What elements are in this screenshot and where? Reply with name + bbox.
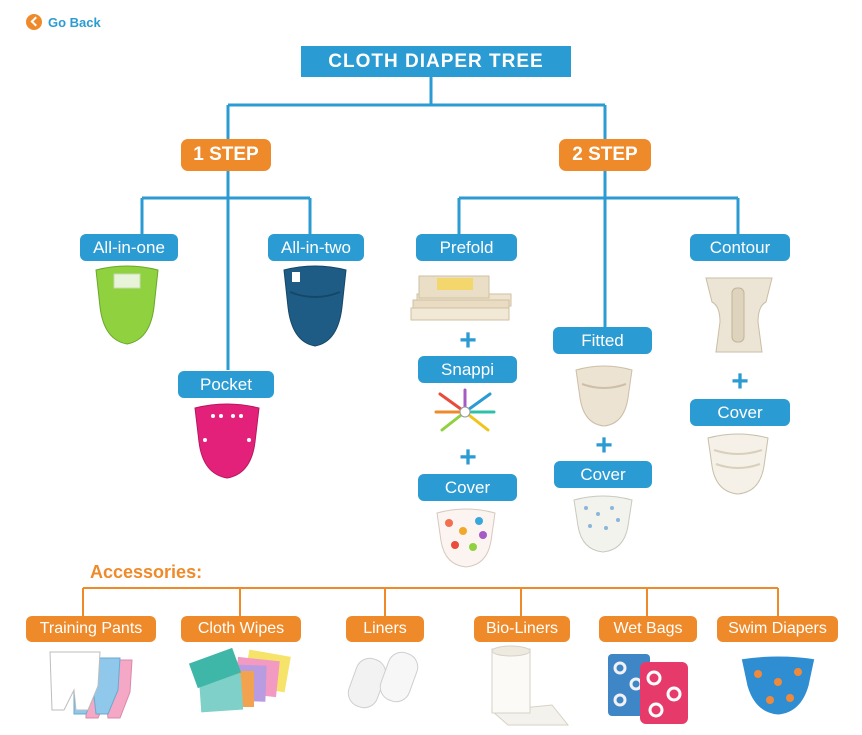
prefold-cover-image bbox=[436, 508, 496, 568]
prefold-cover-label[interactable]: Cover bbox=[418, 474, 517, 501]
orange-connectors bbox=[82, 587, 779, 616]
bio-liners-image bbox=[490, 645, 570, 726]
liners-label[interactable]: Liners bbox=[346, 616, 424, 642]
blue-connectors bbox=[140, 77, 740, 370]
fitted-diaper-image bbox=[575, 365, 633, 427]
all-in-two-label[interactable]: All-in-two bbox=[268, 234, 364, 261]
cloth-wipes-label[interactable]: Cloth Wipes bbox=[181, 616, 301, 642]
prefold-diaper-image bbox=[410, 275, 512, 321]
pocket-diaper-image bbox=[194, 403, 260, 479]
bio-liners-label[interactable]: Bio-Liners bbox=[474, 616, 570, 642]
cloth-wipes-image bbox=[188, 647, 291, 713]
plus-icon: + bbox=[459, 441, 477, 474]
plus-icon: + bbox=[459, 324, 477, 357]
plus-icon: + bbox=[595, 429, 613, 462]
accessories-heading: Accessories: bbox=[90, 562, 203, 582]
diagram-title: CLOTH DIAPER TREE bbox=[301, 46, 571, 77]
fitted-cover-label[interactable]: Cover bbox=[554, 461, 652, 488]
contour-cover-label[interactable]: Cover bbox=[690, 399, 790, 426]
step1-badge: 1 STEP bbox=[181, 139, 271, 171]
swim-diapers-image bbox=[738, 653, 818, 718]
liners-image bbox=[347, 651, 419, 709]
all-in-one-label[interactable]: All-in-one bbox=[80, 234, 178, 261]
snappi-label[interactable]: Snappi bbox=[418, 356, 517, 383]
all-in-two-diaper-image bbox=[283, 265, 347, 347]
contour-diaper-image bbox=[705, 277, 773, 353]
step2-badge: 2 STEP bbox=[559, 139, 651, 171]
training-pants-label[interactable]: Training Pants bbox=[26, 616, 156, 642]
swim-diapers-label[interactable]: Swim Diapers bbox=[717, 616, 838, 642]
all-in-one-diaper-image bbox=[95, 265, 159, 345]
plus-icon: + bbox=[731, 365, 749, 398]
wet-bags-label[interactable]: Wet Bags bbox=[599, 616, 697, 642]
fitted-cover-image bbox=[573, 495, 633, 553]
wet-bags-image bbox=[608, 654, 688, 724]
contour-label[interactable]: Contour bbox=[690, 234, 790, 261]
go-back-link[interactable]: Go Back bbox=[26, 14, 101, 30]
snappi-image bbox=[434, 388, 496, 432]
back-arrow-icon bbox=[26, 14, 42, 30]
fitted-label[interactable]: Fitted bbox=[553, 327, 652, 354]
training-pants-image bbox=[49, 651, 133, 719]
prefold-label[interactable]: Prefold bbox=[416, 234, 517, 261]
contour-cover-image bbox=[707, 433, 769, 495]
go-back-label: Go Back bbox=[48, 14, 101, 30]
pocket-label[interactable]: Pocket bbox=[178, 371, 274, 398]
